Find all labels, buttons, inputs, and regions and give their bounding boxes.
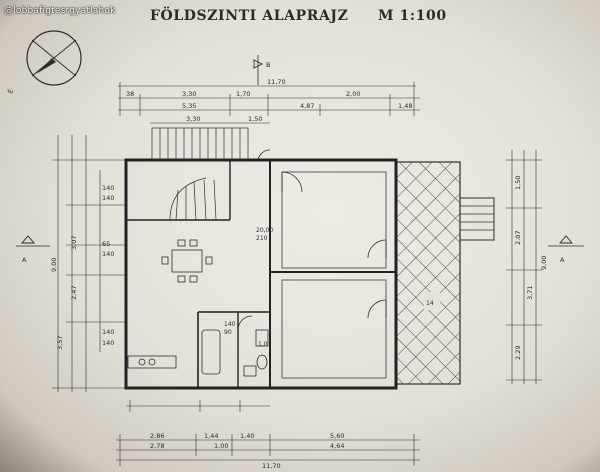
section-marker-a-right: A (548, 235, 584, 264)
dim-left-4: 140 (102, 250, 114, 258)
staircase (151, 127, 249, 221)
dim-bottom-r1-c: 1,40 (240, 432, 254, 440)
watermark: @lobbafigtesrgyatlahok (4, 6, 116, 16)
room-label-room-2: 90 (224, 329, 232, 336)
doors (237, 149, 387, 331)
dim-right-1: 1,50 (514, 176, 522, 190)
dim-bottom-r1-a: 2,86 (150, 432, 164, 440)
dim-right-5: 9,00 (540, 256, 548, 270)
dim-left-6: 140 (102, 328, 114, 336)
compass-arrow (36, 58, 56, 74)
compass-label: É (5, 88, 15, 95)
section-a-left-label: A (22, 256, 27, 264)
dim-left-2: 140 (102, 194, 114, 202)
terrace-steps (459, 197, 495, 241)
dim-top-r3-c: 1,48 (398, 102, 412, 110)
fixtures (127, 329, 269, 377)
kitchen-counter (127, 355, 177, 369)
inner-outlines (281, 171, 387, 379)
toilet (256, 354, 268, 370)
terrace-label-bg (424, 292, 440, 310)
dim-bottom-r2-b: 1,00 (214, 442, 228, 450)
bathtub (201, 329, 221, 375)
room-labels: 20,00 210 140 90 1,0 (224, 227, 273, 348)
dim-top-r3-a: 5,35 (182, 102, 196, 110)
dim-bottom-r2-c: 4,64 (330, 442, 344, 450)
dim-bottom-r1-d: 5,60 (330, 432, 344, 440)
right-dimensions (506, 150, 542, 384)
plan-title: FÖLDSZINTI ALAPRAJZ M 1:100 (150, 8, 447, 24)
section-marker-a-left: A (16, 235, 50, 264)
section-b-label: B (266, 61, 270, 69)
section-a-right-label: A (560, 256, 565, 264)
compass-circle (26, 30, 82, 86)
room-label-living-1: 20,00 (256, 227, 273, 234)
spiral-stair-curve (169, 177, 207, 221)
dim-left-7: 140 (102, 339, 114, 347)
dim-top-r2-b: 3,30 (182, 90, 196, 98)
room-label-living-2: 210 (256, 235, 268, 242)
dim-right-4: 2,29 (514, 346, 522, 360)
plan-title-text: FÖLDSZINTI ALAPRAJZ (150, 8, 349, 24)
terrace: 14 (395, 161, 495, 385)
room-label-wc: 1,0 (258, 341, 268, 348)
dim-left-3: 65 (102, 240, 110, 248)
compass-axis-2 (31, 39, 77, 77)
dim-top-r2-a: 38 (126, 90, 134, 98)
plan-scale: M 1:100 (377, 8, 447, 24)
dim-left-5: 2,47 (70, 286, 78, 300)
top-dimension-texts: 11,70 38 3,30 1,70 2,00 5,35 4,87 1,48 3… (126, 78, 412, 123)
dim-top-stairs: 3,30 (186, 115, 200, 123)
section-marker-b: B (253, 55, 270, 85)
terrace-lattice (395, 161, 461, 385)
dim-bottom-r1-b: 1,44 (204, 432, 218, 440)
dim-top-overall: 11,70 (267, 78, 286, 86)
bottom-dimensions (116, 400, 420, 466)
bottom-dimension-texts: 2,86 1,44 1,40 5,60 2,78 1,00 4,64 11,70 (150, 432, 344, 470)
dining-table (161, 239, 213, 283)
right-dimension-texts: 1,50 2,07 3,71 2,29 9,00 (514, 176, 548, 360)
dim-right-3: 3,71 (526, 286, 534, 300)
basin (243, 365, 257, 377)
left-dimensions (52, 135, 126, 392)
dim-top-r2-c: 1,70 (236, 90, 250, 98)
wc-box (255, 329, 269, 347)
dim-top-r2-d: 2,00 (346, 90, 360, 98)
room-label-room-1: 140 (224, 321, 236, 328)
terrace-label: 14 (426, 300, 434, 307)
left-dimension-texts: 140 140 65 140 2,47 140 140 3,07 3,57 9,… (50, 184, 114, 350)
main-walls (124, 158, 398, 390)
dim-left-10: 9,00 (50, 258, 58, 272)
dim-left-9: 3,57 (56, 336, 64, 350)
dim-bottom-r2-a: 2,78 (150, 442, 164, 450)
dim-bottom-overall: 11,70 (262, 462, 281, 470)
outer-wall (124, 158, 398, 390)
dim-top-door: 1,50 (248, 115, 262, 123)
dim-right-2: 2,07 (514, 231, 522, 245)
dim-left-8: 3,07 (70, 236, 78, 250)
north-compass: É (5, 30, 82, 95)
top-dimensions (118, 82, 420, 124)
dim-top-r3-b: 4,87 (300, 102, 314, 110)
dim-left-1: 140 (102, 184, 114, 192)
